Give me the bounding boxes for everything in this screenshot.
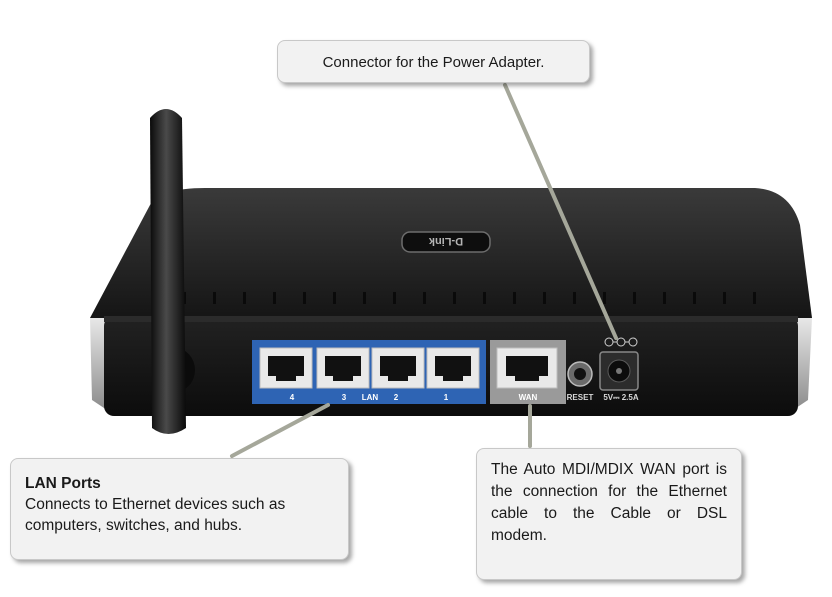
vent-slots bbox=[183, 292, 756, 304]
power-adapter-callout: Connector for the Power Adapter. bbox=[277, 40, 590, 83]
lan-callout-title: LAN Ports bbox=[25, 475, 101, 492]
port-number-2: 2 bbox=[394, 393, 399, 402]
brand-logo: D-Link bbox=[428, 235, 463, 247]
power-rating: 5V⎓ 2.5A bbox=[603, 393, 639, 402]
lan-ports bbox=[259, 347, 480, 389]
antenna bbox=[150, 109, 195, 434]
port-number-3: 3 bbox=[342, 393, 347, 402]
lan-callout-text: Connects to Ethernet devices such as com… bbox=[25, 496, 286, 534]
polarity-symbol bbox=[604, 337, 638, 347]
router-top bbox=[90, 188, 812, 318]
wan-label: WAN bbox=[519, 393, 538, 402]
logo-badge bbox=[401, 231, 491, 253]
leader-lines bbox=[230, 83, 618, 458]
wan-port-callout: The Auto MDI/MDIX WAN port is the connec… bbox=[476, 448, 742, 580]
wan-callout-text: The Auto MDI/MDIX WAN port is the connec… bbox=[491, 461, 727, 544]
lan-leader-line bbox=[230, 403, 330, 458]
reset-label: RESET bbox=[567, 393, 594, 402]
power-callout-text: Connector for the Power Adapter. bbox=[322, 54, 545, 71]
port-number-1: 1 bbox=[444, 393, 449, 402]
lan-label: LAN bbox=[362, 393, 379, 402]
power-leader-line bbox=[503, 83, 618, 340]
port-number-4: 4 bbox=[290, 393, 295, 402]
lan-ports-callout: LAN Ports Connects to Ethernet devices s… bbox=[10, 458, 349, 560]
